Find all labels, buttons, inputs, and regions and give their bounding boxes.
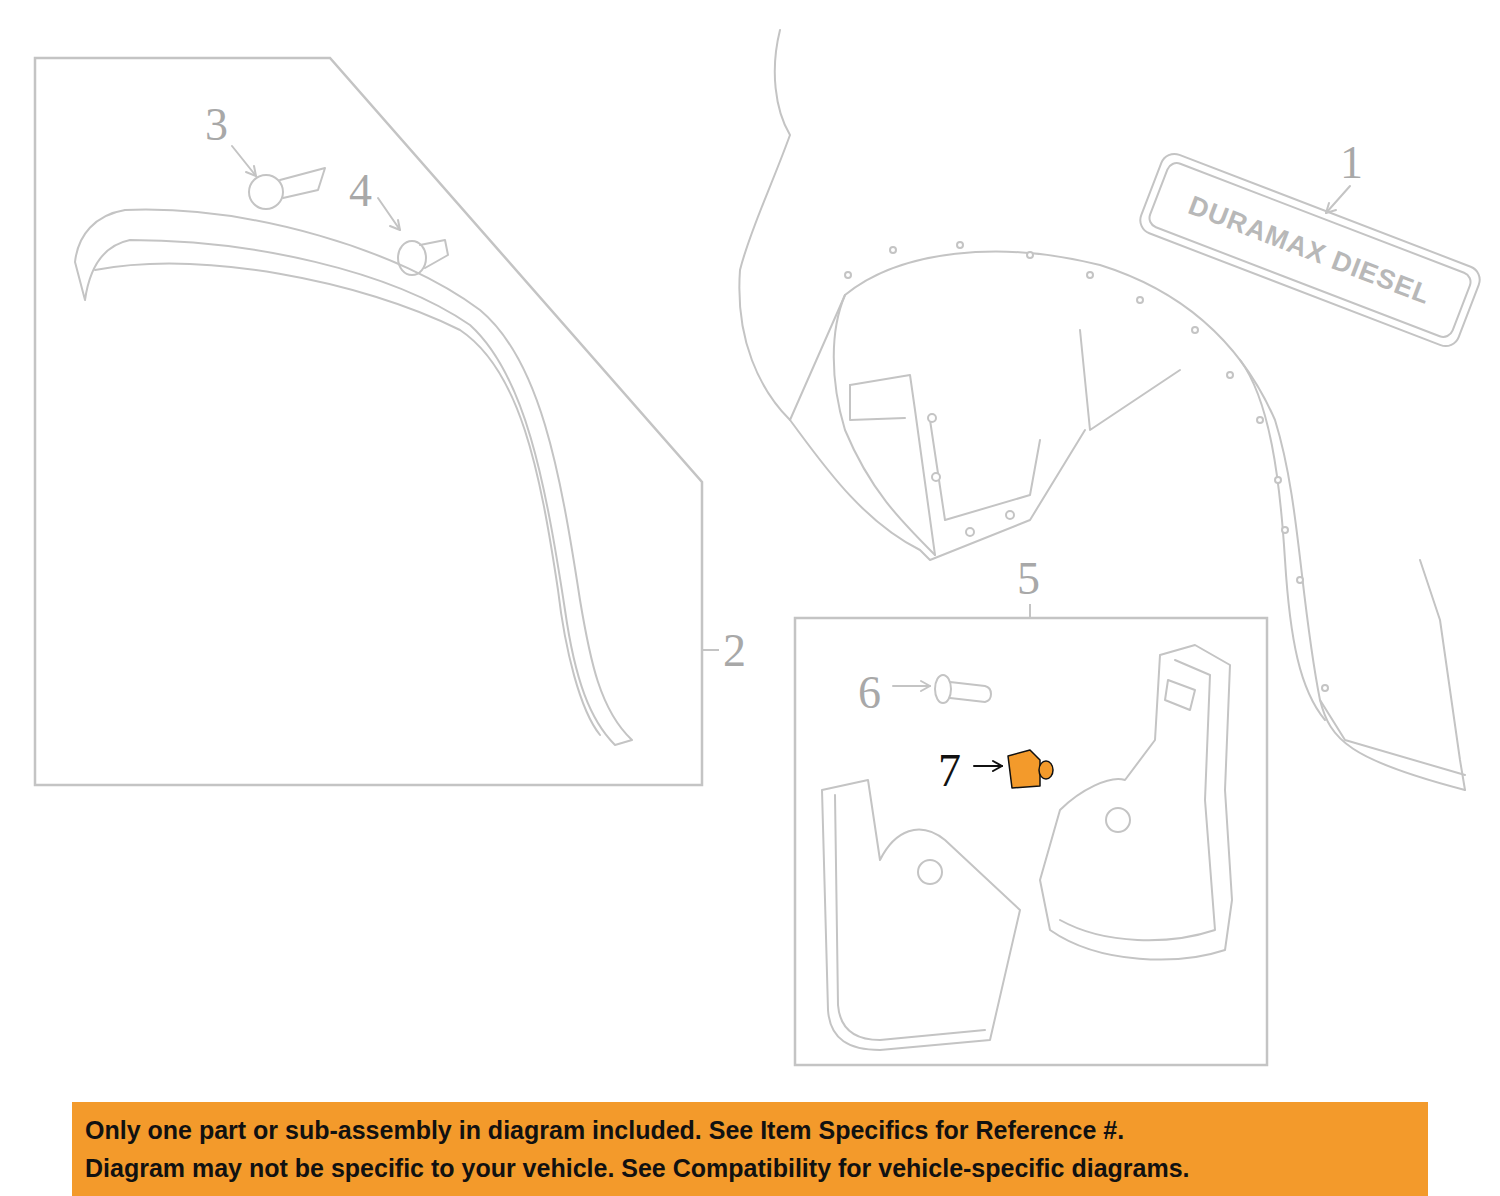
callout-number: 7 [938,748,961,794]
callout-number: 4 [349,168,372,214]
callout-number: 2 [723,628,746,674]
notice-text: Diagram may not be specific to your vehi… [85,1149,1416,1187]
emblem-text: DURAMAX DIESEL [1185,191,1435,308]
callout-number: 1 [1340,140,1363,186]
notice-text: Only one part or sub-assembly in diagram… [85,1111,1416,1149]
callout-number: 3 [205,102,228,148]
callout-number: 5 [1017,556,1040,602]
callout-number: 6 [858,670,881,716]
notice-banner: Only one part or sub-assembly in diagram… [72,1102,1428,1196]
